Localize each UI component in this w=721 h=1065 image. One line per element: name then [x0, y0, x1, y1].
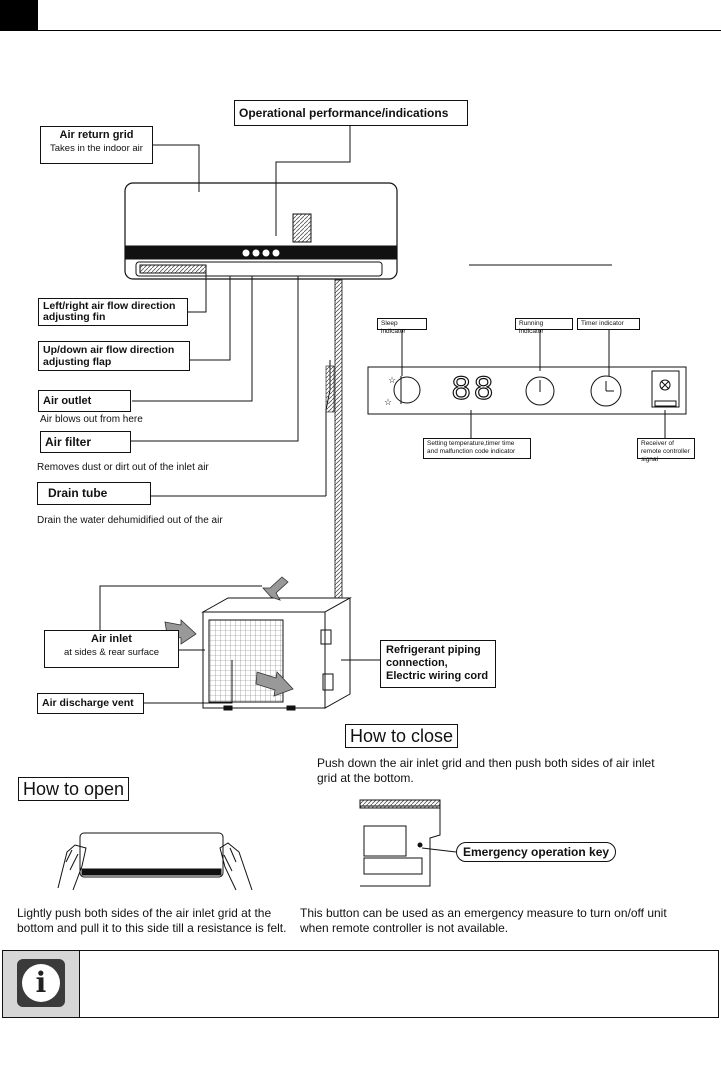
receiver-label: Receiver of remote controller signal [637, 438, 695, 463]
air-return-grid-label: Air return grid Takes in the indoor air [40, 126, 153, 164]
info-icon: i [17, 959, 65, 1007]
left-right-fin-label: Left/right air flow direction adjusting … [38, 298, 188, 326]
display-digits: 88 [450, 371, 496, 410]
how-to-open-title: How to open [18, 777, 130, 801]
how-to-open-illustration [57, 832, 253, 891]
info-box: i [2, 950, 719, 1018]
air-inlet-sub: at sides & rear surface [63, 647, 160, 658]
up-down-flap-label: Up/down air flow direction adjusting fla… [38, 341, 190, 371]
emergency-key-label: Emergency operation key [456, 842, 617, 862]
svg-text:☆: ☆ [384, 397, 392, 407]
air-filter-caption: Removes dust or dirt out of the inlet ai… [37, 462, 209, 473]
header-rule [0, 30, 721, 31]
indoor-unit [124, 182, 398, 280]
emergency-illustration [359, 799, 457, 887]
how-to-close-title: How to close [345, 724, 459, 748]
emergency-text: This button can be used as an emergency … [300, 906, 667, 935]
air-return-grid-sub: Takes in the indoor air [50, 143, 143, 154]
air-outlet-caption: Air blows out from here [40, 414, 143, 425]
timer-indicator-label: Timer indicator [577, 318, 640, 330]
running-indicator-label: Running indicator [515, 318, 573, 335]
air-inlet-title: Air inlet [91, 633, 132, 645]
svg-text:☆: ☆ [388, 375, 396, 385]
air-filter-label: Air filter [40, 431, 131, 453]
refrigerant-label: Refrigerant piping connection, Electric … [380, 640, 496, 688]
header-tab [0, 0, 38, 30]
air-return-grid-title: Air return grid [59, 129, 134, 141]
setting-indicator-label: Setting temperature,timer time and malfu… [423, 438, 531, 459]
info-icon-cell: i [3, 951, 80, 1017]
how-to-open-text: Lightly push both sides of the air inlet… [17, 906, 287, 935]
info-icon-circle: i [22, 964, 60, 1002]
operational-label: Operational performance/indications [234, 100, 468, 126]
air-outlet-label: Air outlet [38, 390, 131, 412]
air-discharge-label: Air discharge vent [37, 693, 144, 714]
air-inlet-label: Air inlet at sides & rear surface [44, 630, 179, 668]
sleep-indicator-label: Sleep indicator [377, 318, 427, 335]
drain-tube-caption: Drain the water dehumidified out of the … [37, 515, 223, 526]
display-panel: ☆ ☆ [367, 366, 687, 415]
drain-tube-label: Drain tube [37, 482, 151, 505]
how-to-close-text: Push down the air inlet grid and then pu… [317, 756, 655, 785]
